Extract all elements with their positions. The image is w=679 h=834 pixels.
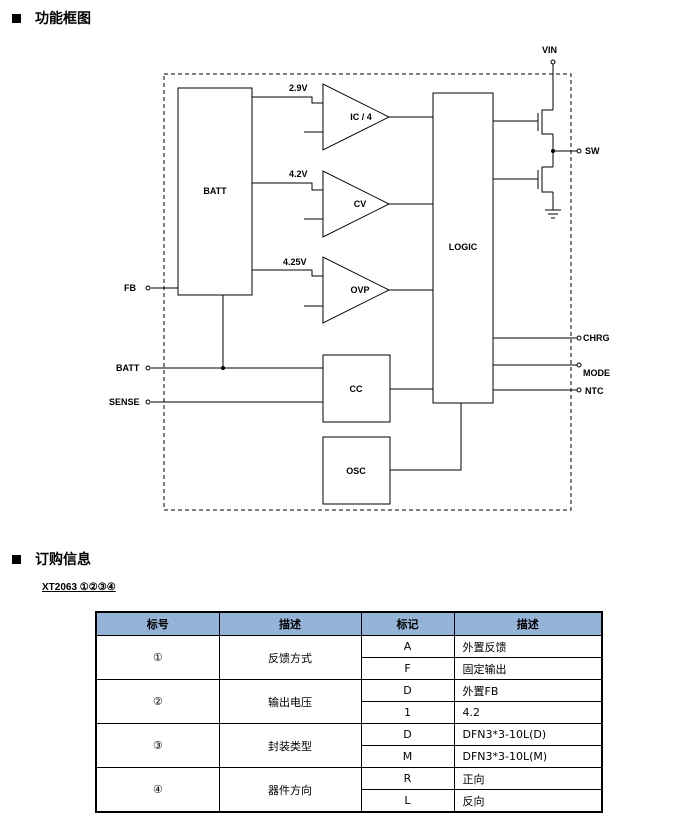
amplifier-cv: CV <box>322 170 391 238</box>
cell-mark: L <box>360 789 455 813</box>
cell-description: 器件方向 <box>218 767 362 813</box>
sw-junction-dot <box>551 149 555 153</box>
sense-label: SENSE <box>109 397 140 407</box>
chrg-pin-icon <box>576 335 582 341</box>
cell-meaning: DFN3*3-10L(M) <box>453 745 603 768</box>
part-number: XT2063 ①②③④ <box>42 582 116 593</box>
cell-meaning: DFN3*3-10L(D) <box>453 723 603 746</box>
bullet-square-icon <box>12 13 21 23</box>
vin-pin-icon <box>550 59 556 65</box>
batt-junction-dot <box>221 366 225 370</box>
ordering-table: 标号 描述 标记 描述 ① 反馈方式 A 外置反馈 F 固定输出 ② 输出电压 … <box>95 611 603 813</box>
fb-pin-icon <box>145 285 151 291</box>
chip-boundary <box>163 73 572 511</box>
cell-mark: D <box>360 679 455 702</box>
cc-block-label: CC <box>350 384 363 394</box>
cell-mark: 1 <box>360 701 455 724</box>
cell-meaning: 4.2 <box>453 701 603 724</box>
ordering-title: 订购信息 <box>35 552 91 568</box>
cell-index: ④ <box>95 767 220 813</box>
block-diagram-title: 功能框图 <box>35 11 91 27</box>
table-row: M DFN3*3-10L(M) <box>96 745 603 768</box>
mode-pin-icon <box>576 362 582 368</box>
cell-description: 封装类型 <box>218 723 362 768</box>
osc-block-label: OSC <box>346 466 366 476</box>
ordering-heading: 订购信息 <box>12 549 91 569</box>
table-row: ② 输出电压 D 外置FB <box>95 679 603 724</box>
cell-mark: R <box>360 767 455 790</box>
batt-block-label: BATT <box>203 186 227 196</box>
table-row: F 固定输出 <box>96 657 603 680</box>
cell-index: ② <box>95 679 220 724</box>
cell-mark: F <box>360 657 455 680</box>
cell-meaning: 反向 <box>453 789 603 813</box>
table-row: 1 4.2 <box>96 701 603 724</box>
cell-mark: A <box>360 635 455 658</box>
amp-ovp-label: OVP <box>350 285 369 295</box>
cell-mark: M <box>360 745 455 768</box>
batt-block <box>177 87 253 296</box>
cell-meaning: 外置反馈 <box>453 635 603 658</box>
vin-label: VIN <box>542 45 557 55</box>
batt-pin-label: BATT <box>116 363 140 373</box>
amp-cv-label: CV <box>354 199 367 209</box>
mode-label: MODE <box>583 368 610 378</box>
cell-mark: D <box>360 723 455 746</box>
sw-pin-icon <box>576 148 582 154</box>
functional-block-diagram: BATT LOGIC CC OSC IC / 4 CV OVP <box>109 45 610 511</box>
ref-voltage-3: 4.25V <box>283 257 307 267</box>
bullet-square-icon <box>12 554 21 564</box>
cell-description: 反馈方式 <box>218 635 362 680</box>
table-row: ④ 器件方向 R 正向 <box>95 767 603 813</box>
amp-ic4-label: IC / 4 <box>350 112 372 122</box>
ref-voltage-1: 2.9V <box>289 83 308 93</box>
cell-index: ③ <box>95 723 220 768</box>
fb-label: FB <box>124 283 136 293</box>
cell-description: 输出电压 <box>218 679 362 724</box>
logic-block-label: LOGIC <box>449 242 478 252</box>
sw-label: SW <box>585 146 600 156</box>
header-index: 标号 <box>95 611 220 636</box>
ref-voltage-2: 4.2V <box>289 169 308 179</box>
header-meaning: 描述 <box>453 611 603 636</box>
logic-block <box>432 92 494 404</box>
table-header-row: 标号 描述 标记 描述 <box>95 611 603 636</box>
sense-pin-icon <box>145 399 151 405</box>
amplifier-ic4: IC / 4 <box>322 83 391 151</box>
cell-meaning: 外置FB <box>453 679 603 702</box>
cell-meaning: 固定输出 <box>453 657 603 680</box>
header-mark: 标记 <box>360 611 455 636</box>
block-diagram-heading: 功能框图 <box>12 8 91 28</box>
table-row: ① 反馈方式 A 外置反馈 <box>95 635 603 680</box>
ntc-pin-icon <box>576 387 582 393</box>
cell-meaning: 正向 <box>453 767 603 790</box>
table-row: L 反向 <box>96 789 603 813</box>
header-description: 描述 <box>218 611 362 636</box>
table-row: ③ 封装类型 D DFN3*3-10L(D) <box>95 723 603 768</box>
batt-pin-icon <box>145 365 151 371</box>
ntc-label: NTC <box>585 386 604 396</box>
amplifier-ovp: OVP <box>322 256 391 324</box>
cell-index: ① <box>95 635 220 680</box>
chrg-label: CHRG <box>583 333 610 343</box>
